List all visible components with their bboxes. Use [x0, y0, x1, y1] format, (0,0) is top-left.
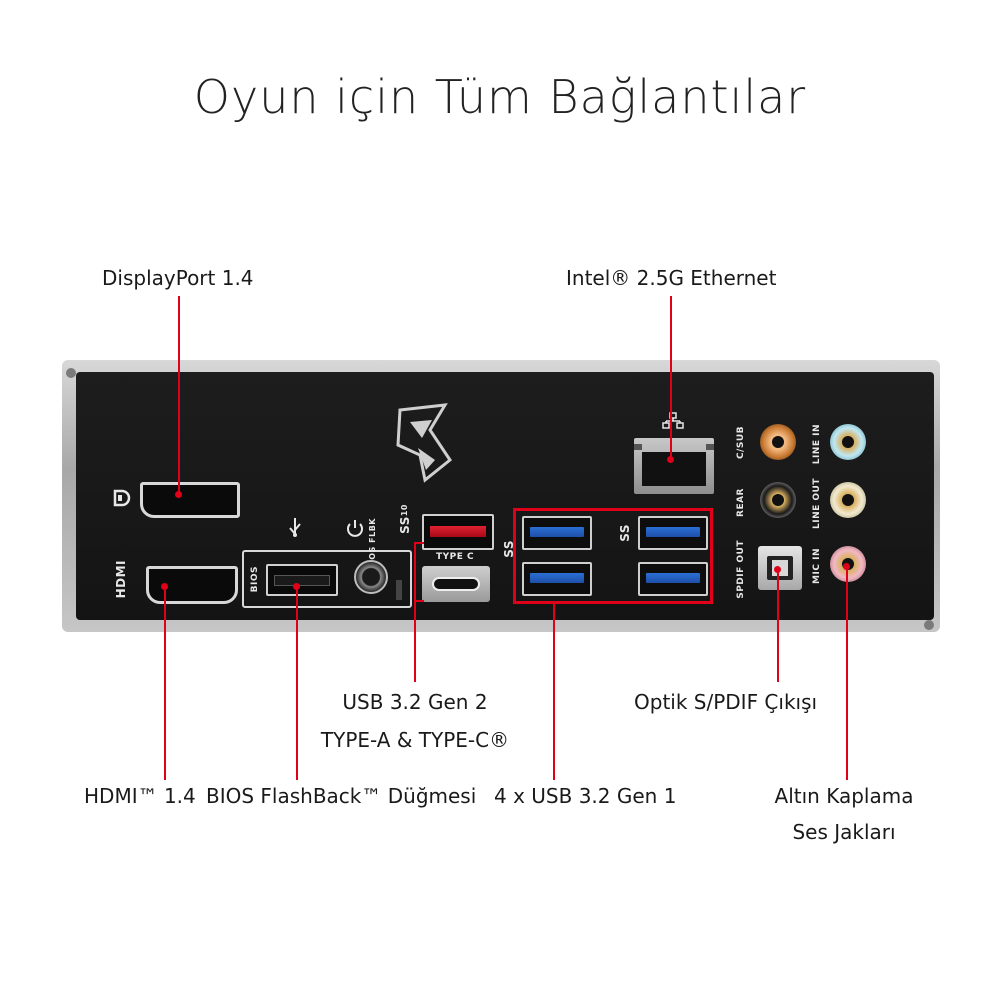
bios-silk-label: BIOS: [250, 566, 260, 593]
usb-icon: [289, 518, 301, 537]
callout-line-optical: [777, 568, 779, 682]
bios-box-notch: [396, 580, 402, 600]
bios-flashback-box: [242, 550, 412, 608]
spdif-out-silk-label: SPDIF OUT: [736, 540, 746, 599]
usb-ss10-silk-label: SS10: [398, 504, 412, 534]
rog-logo: [396, 403, 453, 483]
screw-hole: [66, 368, 76, 378]
usb-gen2-type-a-port: [422, 514, 494, 550]
label-usb-gen1: 4 x USB 3.2 Gen 1: [494, 784, 677, 808]
usb-gen1-highlight-box: [513, 508, 713, 604]
usb-gen2-type-c-port: [422, 566, 490, 602]
callout-line-hdmi: [164, 586, 166, 780]
callout-line-displayport: [178, 296, 180, 494]
hdmi-silk-label: HDMI: [114, 560, 128, 599]
bios-usb-port: [266, 564, 338, 596]
displayport-port: [140, 482, 240, 518]
callout-line-ethernet: [670, 296, 672, 458]
usb-gen1-port: [522, 516, 592, 550]
callout-dot-bios: [293, 583, 300, 590]
type-c-silk-label: TYPE C: [436, 552, 475, 562]
callout-line-bios: [296, 586, 298, 780]
callout-line-usb-gen1: [553, 604, 555, 780]
label-usb-gen2-line2: TYPE-A & TYPE-C®: [320, 728, 510, 752]
callout-dot-hdmi: [161, 583, 168, 590]
ethernet-port: [634, 438, 714, 494]
c-sub-silk-label: C/SUB: [736, 426, 746, 460]
line-in-silk-label: LINE IN: [812, 424, 822, 465]
callout-dot-ethernet: [667, 456, 674, 463]
page-title: Oyun için Tüm Bağlantılar: [193, 70, 807, 124]
label-ethernet: Intel® 2.5G Ethernet: [566, 266, 777, 290]
screw-hole: [924, 620, 934, 630]
callout-dot-optical: [774, 566, 781, 573]
callout-line-audio: [846, 566, 848, 780]
audio-jack-rear: [760, 482, 796, 518]
audio-jack-csub: [760, 424, 796, 460]
label-bios-flashback: BIOS FlashBack™ Düğmesi: [206, 784, 477, 808]
hdmi-port: [146, 566, 238, 604]
bios-button-icon: [347, 520, 363, 537]
audio-jack-line-out: [830, 482, 866, 518]
label-audio-line1: Altın Kaplama: [774, 784, 914, 808]
displayport-icon: [113, 489, 131, 507]
label-audio-line2: Ses Jakları: [792, 820, 896, 844]
bios-flashback-button[interactable]: [354, 560, 388, 594]
ethernet-icon: [662, 412, 684, 429]
callout-line-usb-gen2: [414, 542, 416, 682]
mic-in-silk-label: MIC IN: [812, 548, 822, 584]
callout-line-usb-gen2-horizontal: [414, 542, 424, 544]
label-optical: Optik S/PDIF Çıkışı: [634, 690, 818, 714]
usb-gen1-port: [638, 562, 708, 596]
label-displayport: DisplayPort 1.4: [102, 266, 254, 290]
usb-gen1-port: [638, 516, 708, 550]
label-hdmi: HDMI™ 1.4: [84, 784, 196, 808]
usb-gen1-port: [522, 562, 592, 596]
label-usb-gen2-line1: USB 3.2 Gen 2: [342, 690, 488, 714]
rear-silk-label: REAR: [736, 488, 746, 517]
audio-jack-line-in: [830, 424, 866, 460]
line-out-silk-label: LINE OUT: [812, 478, 822, 529]
callout-dot-audio: [843, 563, 850, 570]
callout-line-usb-gen2-c: [414, 600, 424, 602]
callout-dot-displayport: [175, 491, 182, 498]
